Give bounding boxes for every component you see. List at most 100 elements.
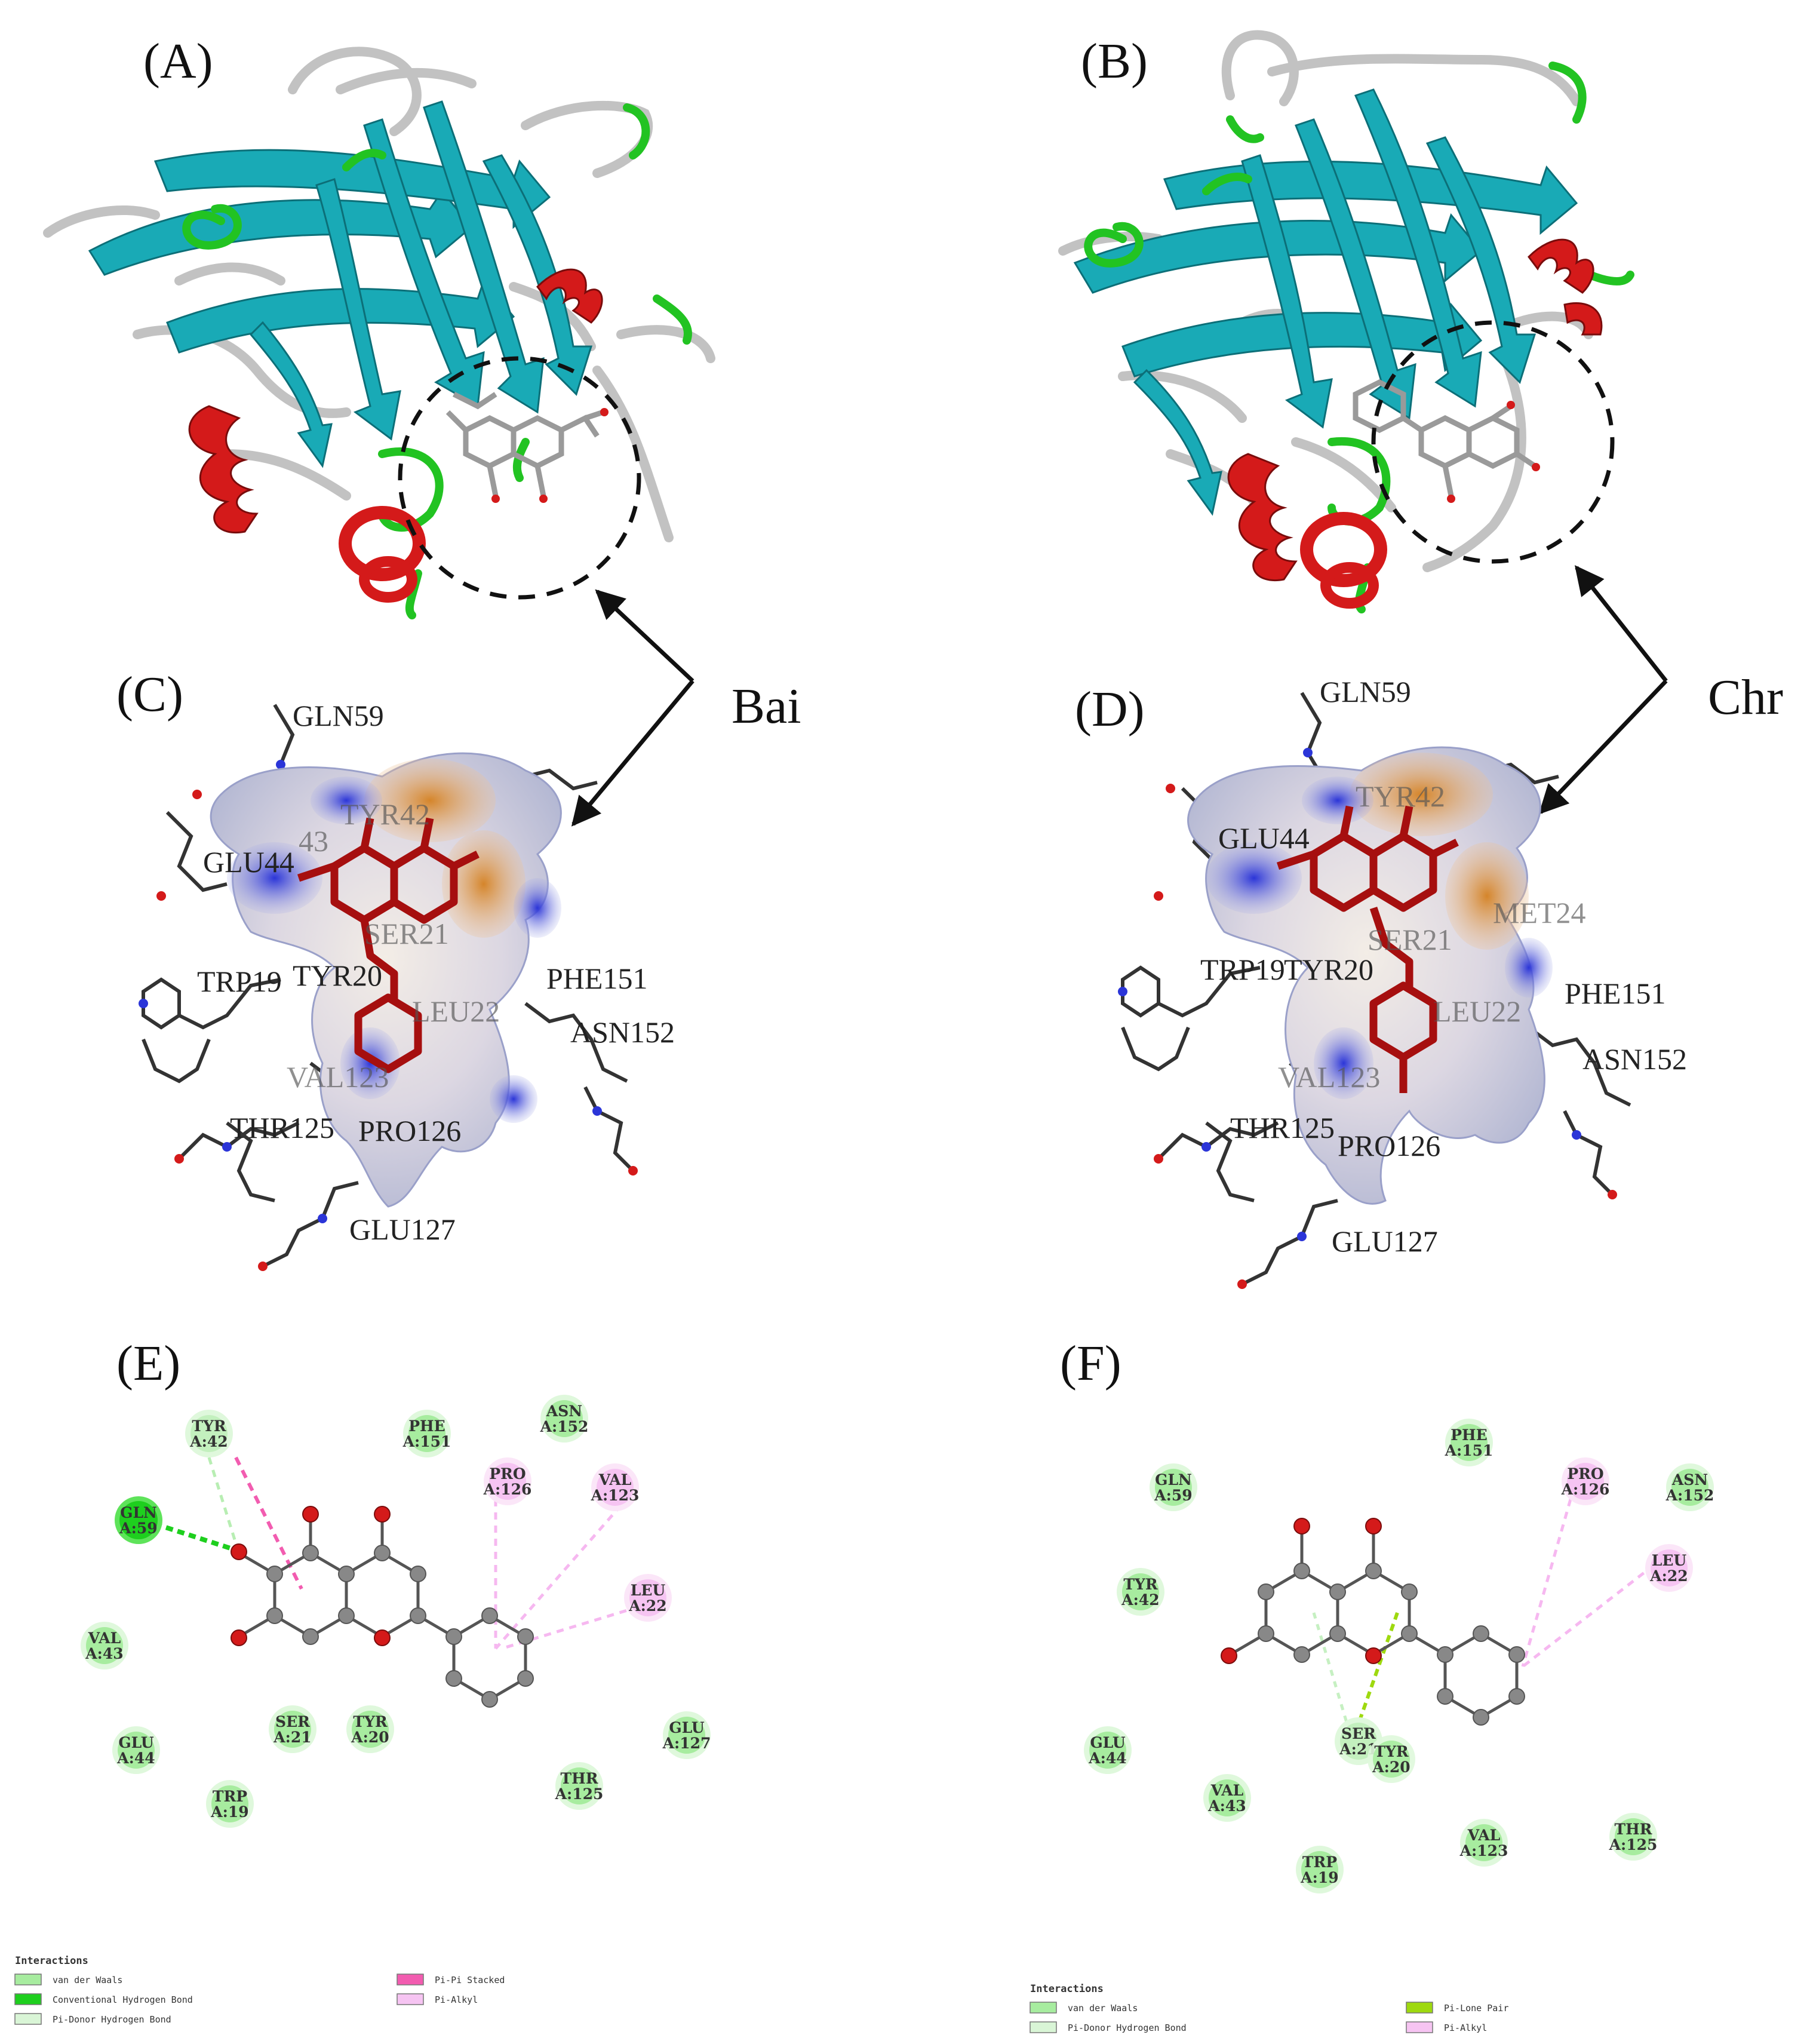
hydrophilic-patch-d4 — [1314, 1027, 1373, 1099]
residue-sticks-c — [142, 704, 635, 1268]
residue-nitrogens-c — [139, 760, 602, 1223]
residue-chain: A:125 — [555, 1785, 604, 1803]
residue-chain: A:152 — [1665, 1487, 1714, 1504]
residue-name: PRO — [1567, 1465, 1603, 1483]
residue-chain: A:43 — [85, 1645, 123, 1662]
beta-sheet-strands-b — [1073, 88, 1578, 516]
label-gln59-c: GLN59 — [293, 699, 384, 732]
panel-label-c: (C) — [116, 667, 183, 722]
panel-label-a: (A) — [143, 33, 213, 89]
label-leu22-c: LEU22 — [412, 995, 500, 1028]
interaction-lines-e — [142, 1456, 640, 1650]
residue-oxygens-c — [156, 790, 638, 1271]
ligand-sticks-d — [1276, 805, 1459, 1093]
legend-label: Pi-Alkyl — [435, 1994, 478, 2005]
label-asn152-c: ASN152 — [570, 1015, 675, 1049]
label-phe151-c: PHE151 — [546, 962, 647, 995]
legend-label: Pi-Donor Hydrogen Bond — [53, 2014, 171, 2025]
residue-name: LEU — [1652, 1552, 1687, 1569]
residue-oxygens-d — [1154, 784, 1617, 1289]
panel-b-ribbon: (B) — [1058, 30, 1634, 613]
residue-name: ASN — [546, 1402, 582, 1420]
residue-name: TYR — [1374, 1743, 1408, 1760]
residue-chain: A:19 — [1300, 1869, 1338, 1886]
residue-chain: A:126 — [1561, 1481, 1610, 1498]
residue-name: GLU — [1090, 1734, 1126, 1751]
hydrophobic-patch-d2 — [1445, 842, 1529, 950]
label-met24-d: MET24 — [1493, 896, 1586, 929]
hydrophilic-patch-c3 — [514, 878, 561, 938]
residue-chain: A:44 — [1088, 1750, 1126, 1767]
residue-name: GLN — [1155, 1471, 1192, 1489]
label-asn152-d: ASN152 — [1582, 1042, 1687, 1076]
residue-chain: A:59 — [119, 1520, 157, 1537]
legend-item: Pi-Donor Hydrogen Bond — [1030, 2021, 1187, 2033]
residue-chain: A:19 — [210, 1803, 248, 1821]
residue-chain: A:43 — [1207, 1797, 1246, 1815]
turn-segments — [182, 103, 692, 619]
ligand-oxygens-a — [491, 408, 609, 503]
label-glu44-c: GLU44 — [203, 845, 294, 879]
label-tyr20-d: TYR20 — [1284, 953, 1373, 986]
residue-chain: A:20 — [1372, 1758, 1410, 1776]
residue-name: LEU — [631, 1582, 666, 1599]
ligand-sticks-c — [297, 817, 480, 1073]
hydrophilic-patch-d3 — [1505, 938, 1553, 998]
hydrophilic-patch-c — [227, 842, 322, 914]
ligand-label-chr: Chr — [1708, 670, 1783, 725]
legend-label: van der Waals — [53, 1975, 122, 1985]
residue-name: GLN — [120, 1504, 157, 1521]
legend-label: van der Waals — [1068, 2003, 1138, 2014]
residue-labels-d: GLN59 TYR42 GLU44 MET24 SER21 TRP19 TYR2… — [1200, 675, 1687, 1258]
legend-item: van der Waals — [14, 1974, 122, 1985]
residue-chain: A:123 — [1459, 1842, 1508, 1859]
panel-label-f: (F) — [1060, 1336, 1121, 1391]
hydrophilic-patch-c2 — [311, 777, 382, 824]
residue-name: TYR — [1123, 1576, 1157, 1593]
beta-sheet-strands — [88, 100, 593, 468]
panel-c-surface: (C) — [116, 667, 675, 1271]
residue-chain: A:123 — [591, 1487, 640, 1504]
residue-name: VAL — [1210, 1782, 1244, 1799]
alpha-helices — [188, 268, 603, 603]
binding-site-circle-a — [398, 356, 641, 600]
ligand-sticks-b — [1353, 379, 1536, 496]
residue-name: SER — [1341, 1725, 1376, 1742]
panel-label-b: (B) — [1081, 33, 1148, 89]
residue-name: GLU — [118, 1734, 154, 1751]
residue-chain: A:125 — [1609, 1836, 1658, 1853]
label-phe151-d: PHE151 — [1565, 977, 1665, 1010]
ligand-oxygens-b — [1447, 401, 1540, 503]
legend-item: Pi-Pi Stacked — [397, 1974, 505, 1985]
label-tyr42-c: TYR42 — [340, 797, 430, 831]
label-pro126-c: PRO126 — [358, 1114, 461, 1147]
residue-nitrogens-d — [1118, 748, 1581, 1241]
residue-name: TYR — [353, 1713, 387, 1730]
ligand-2d-atoms-e — [231, 1506, 534, 1708]
residue-name: TRP — [1302, 1853, 1337, 1871]
legend-label: Pi-Alkyl — [1444, 2022, 1487, 2033]
arrow-bai-to-c — [571, 679, 695, 827]
legend-title: Interactions — [15, 1955, 88, 1967]
legend-item: Pi-Alkyl — [397, 1993, 478, 2005]
ligand-sticks-a — [445, 391, 604, 496]
residue-name: GLU — [669, 1719, 705, 1736]
legend-item: Pi-Alkyl — [1406, 2021, 1487, 2033]
residue-chain: A:151 — [1445, 1442, 1494, 1459]
residue-chain: A:126 — [483, 1481, 532, 1498]
label-tyr20-c: TYR20 — [293, 959, 382, 992]
